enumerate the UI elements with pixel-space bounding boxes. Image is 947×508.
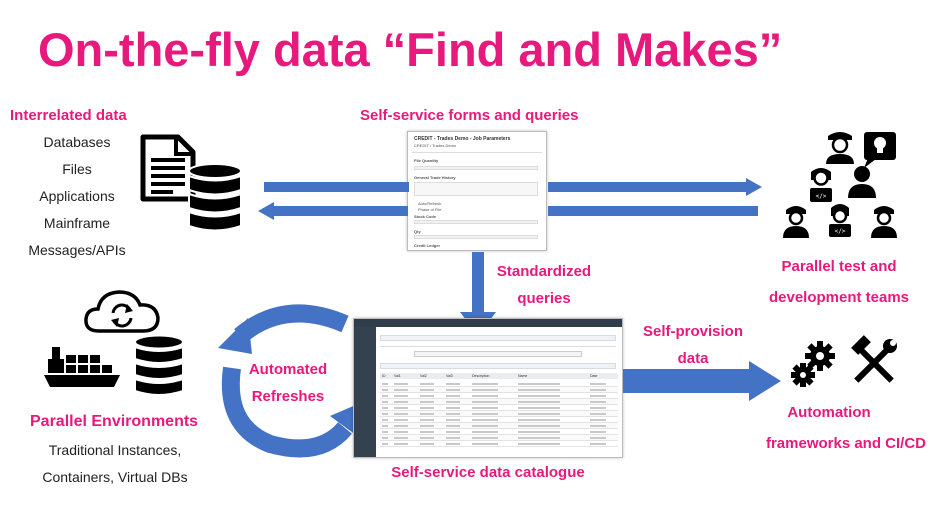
interrelated-item: Applications: [39, 188, 115, 204]
standardized-label: Standardized: [496, 263, 592, 280]
catalogue-topbar: [354, 319, 622, 327]
catalogue-column-header: Val2: [420, 374, 427, 378]
interrelated-heading: Interrelated data: [10, 107, 127, 124]
arrow-right-top-left: [264, 182, 409, 192]
form-field-label: File Quantity: [414, 158, 439, 163]
provision-label: Self-provision: [642, 323, 743, 340]
forms-shot-subtitle: CREDIT / Trades Demo: [414, 143, 457, 148]
team-people-icon: </> </>: [783, 132, 897, 238]
forms-heading: Self-service forms and queries: [360, 107, 579, 124]
teams-label: development teams: [768, 289, 910, 306]
catalogue-table-header: ID Val1 Val2 Val3 Description Name Date: [380, 373, 618, 379]
gears-icon: [791, 341, 835, 387]
environments-item: Traditional Instances,: [48, 442, 182, 458]
svg-text:</>: </>: [835, 228, 846, 235]
standardized-label: queries: [517, 290, 571, 307]
catalogue-column-header: Description: [472, 374, 490, 378]
table-row[interactable]: [380, 399, 618, 405]
hammer-wrench-icon: [851, 335, 897, 383]
table-row[interactable]: [380, 393, 618, 399]
interrelated-item: Databases: [43, 134, 111, 150]
environments-item: Containers, Virtual DBs: [42, 469, 188, 485]
database-icon: [188, 163, 242, 232]
form-field-label: General Trade History: [414, 175, 456, 180]
form-field-label: Stock Code: [414, 214, 437, 219]
automation-label: frameworks and CI/CD: [765, 435, 927, 452]
interrelated-item: Files: [62, 161, 92, 177]
table-row[interactable]: [380, 381, 618, 387]
form-field-label: Auto/Refresh: [418, 201, 442, 206]
forms-shot-title: CREDIT - Trades Demo - Job Parameters: [414, 136, 511, 142]
form-field-label: Credit Ledger: [414, 243, 441, 248]
catalogue-screenshot: ID Val1 Val2 Val3 Description Name Date: [353, 318, 623, 458]
catalogue-column-header: Name: [518, 374, 528, 378]
refresh-label: Automated: [248, 361, 328, 378]
table-row[interactable]: [380, 435, 618, 441]
arrow-left-top-right: [548, 206, 758, 216]
table-row[interactable]: [380, 429, 618, 435]
teams-label: Parallel test and: [781, 258, 897, 275]
catalogue-table: [380, 381, 618, 447]
automation-label: Automation: [787, 404, 871, 421]
refresh-label: Refreshes: [251, 388, 325, 405]
cloud-sync-icon: [84, 290, 160, 333]
catalogue-column-header: ID: [382, 374, 386, 378]
svg-text:</>: </>: [816, 193, 827, 200]
lightbulb-icon: [864, 132, 896, 168]
page-title: On-the-fly data “Find and Makes”: [38, 23, 783, 76]
form-field-label: Phase of File: [418, 207, 442, 212]
interrelated-item: Messages/APIs: [28, 242, 126, 258]
table-row[interactable]: [380, 405, 618, 411]
catalogue-column-header: Val3: [446, 374, 453, 378]
catalogue-label: Self-service data catalogue: [391, 464, 585, 481]
table-row[interactable]: [380, 411, 618, 417]
arrow-right-top: [548, 178, 762, 196]
arrow-provision: [623, 361, 781, 401]
container-ship-icon: [44, 347, 120, 387]
provision-label: data: [677, 350, 709, 367]
catalogue-sidebar: [354, 327, 376, 457]
table-row[interactable]: [380, 387, 618, 393]
table-row[interactable]: [380, 417, 618, 423]
catalogue-column-header: Date: [590, 374, 598, 378]
form-field-label: Qty: [414, 229, 421, 234]
environments-heading: Parallel Environments: [30, 413, 199, 430]
table-row[interactable]: [380, 423, 618, 429]
table-row[interactable]: [380, 441, 618, 447]
interrelated-item: Mainframe: [43, 215, 111, 231]
forms-screenshot: CREDIT - Trades Demo - Job Parameters CR…: [407, 131, 547, 251]
catalogue-column-header: Val1: [394, 374, 401, 378]
arrow-left-top: [258, 202, 408, 220]
refresh-cycle-arrows: [218, 304, 360, 458]
database-icon: [134, 334, 184, 396]
